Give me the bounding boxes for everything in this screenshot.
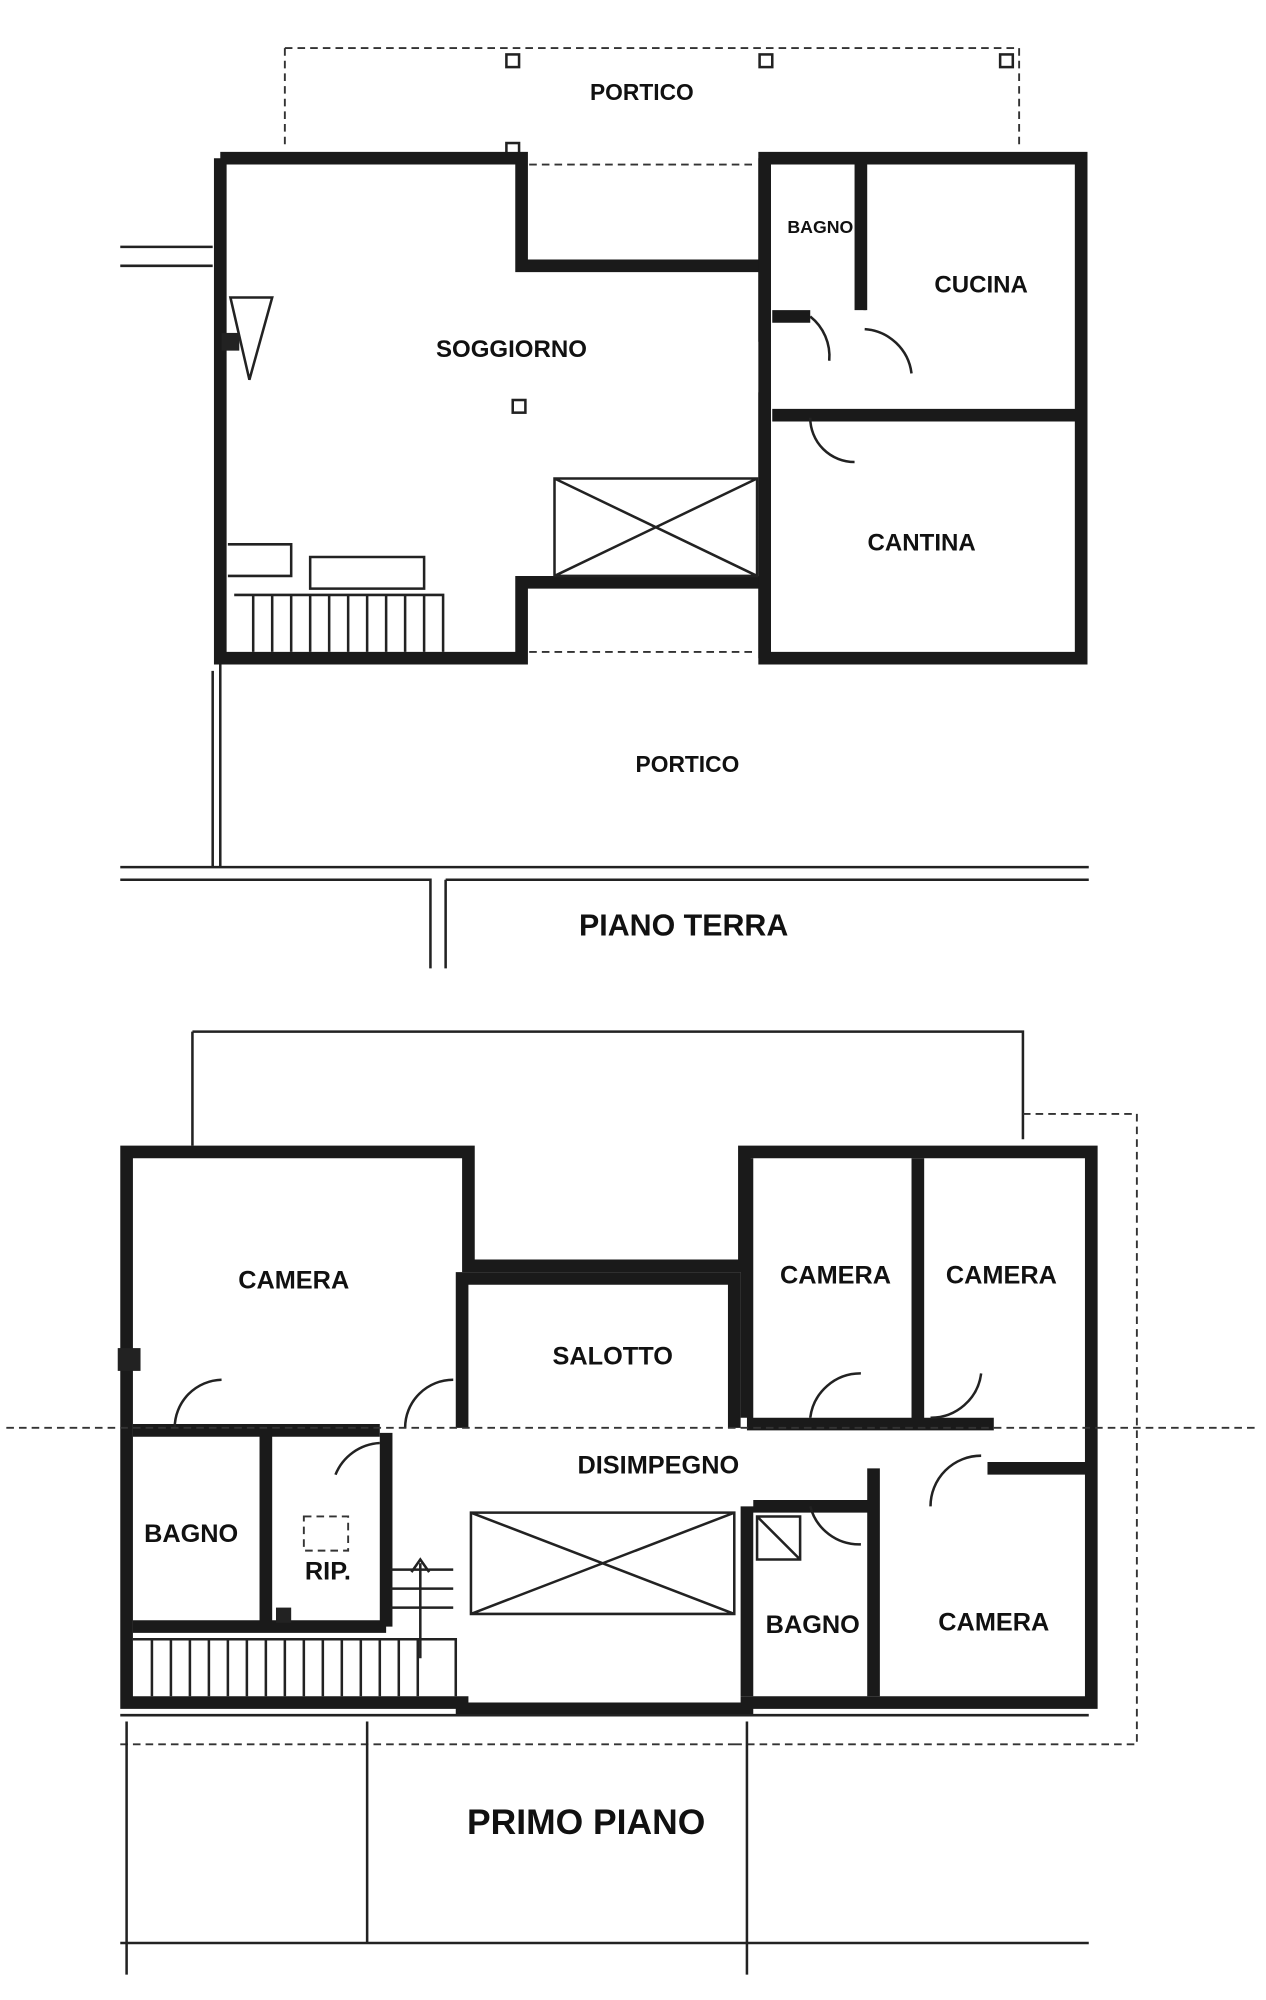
room-label-camera-3: CAMERA xyxy=(946,1262,1057,1290)
wall-soggiorno-west-south xyxy=(213,158,765,665)
column xyxy=(998,53,1015,69)
room-label-cantina: CANTINA xyxy=(868,530,976,557)
stair-void xyxy=(469,1511,736,1616)
room-label-cucina: CUCINA xyxy=(934,271,1028,298)
door-swing xyxy=(173,1372,983,1546)
stair-arrow-icon xyxy=(410,1557,431,1659)
wall-cucina-cantina xyxy=(772,310,1077,422)
room-label-disimpegno: DISIMPEGNO xyxy=(577,1451,739,1479)
door-swing xyxy=(809,315,831,361)
room-label-rip: RIP. xyxy=(305,1558,351,1586)
room-label-camera-2: CAMERA xyxy=(780,1262,891,1290)
floor-title-primo-piano: PRIMO PIANO xyxy=(467,1802,705,1842)
site-boundary xyxy=(120,245,213,268)
floor-title-piano-terra: PIANO TERRA xyxy=(579,908,788,942)
chimney-icon xyxy=(117,1348,141,1371)
chimney-icon xyxy=(221,332,240,351)
wall-salotto xyxy=(455,1272,741,1428)
balcony-outline xyxy=(120,1112,1138,1746)
room-label-bagno-1: BAGNO xyxy=(144,1520,238,1548)
room-label-portico-bottom: PORTICO xyxy=(636,751,740,777)
shower-tray-icon xyxy=(755,1515,802,1561)
wall-outer xyxy=(120,1145,1098,1716)
column xyxy=(505,53,521,69)
room-label-bagno-2: BAGNO xyxy=(766,1611,860,1639)
fireplace xyxy=(228,296,274,381)
ground-floor-plan xyxy=(120,47,1089,969)
column xyxy=(511,398,527,414)
wall-bagno-rip xyxy=(132,1432,1087,1697)
chimney-icon xyxy=(275,1607,292,1623)
room-label-portico-top: PORTICO xyxy=(590,79,694,105)
room-label-salotto: SALOTTO xyxy=(553,1343,673,1371)
room-label-soggiorno: SOGGIORNO xyxy=(436,336,587,363)
door-swing xyxy=(864,327,913,374)
column xyxy=(758,53,774,69)
portico-outline xyxy=(283,47,1021,146)
room-label-camera-4: CAMERA xyxy=(938,1608,1049,1636)
stair-void xyxy=(553,477,759,578)
door-swing xyxy=(808,417,855,464)
room-label-camera-1: CAMERA xyxy=(238,1267,349,1295)
room-label-bagno: BAGNO xyxy=(787,217,853,237)
wall-soggiorno-north xyxy=(220,151,765,273)
rip-hatch xyxy=(302,1515,350,1552)
balcony xyxy=(191,1030,1025,1146)
garden-boundary xyxy=(120,1713,1089,1975)
portico-boundary xyxy=(120,664,1089,969)
landing xyxy=(308,555,426,590)
staircase xyxy=(227,543,445,652)
first-floor-plan xyxy=(6,1030,1260,1975)
wall-rooms xyxy=(132,1158,994,1437)
